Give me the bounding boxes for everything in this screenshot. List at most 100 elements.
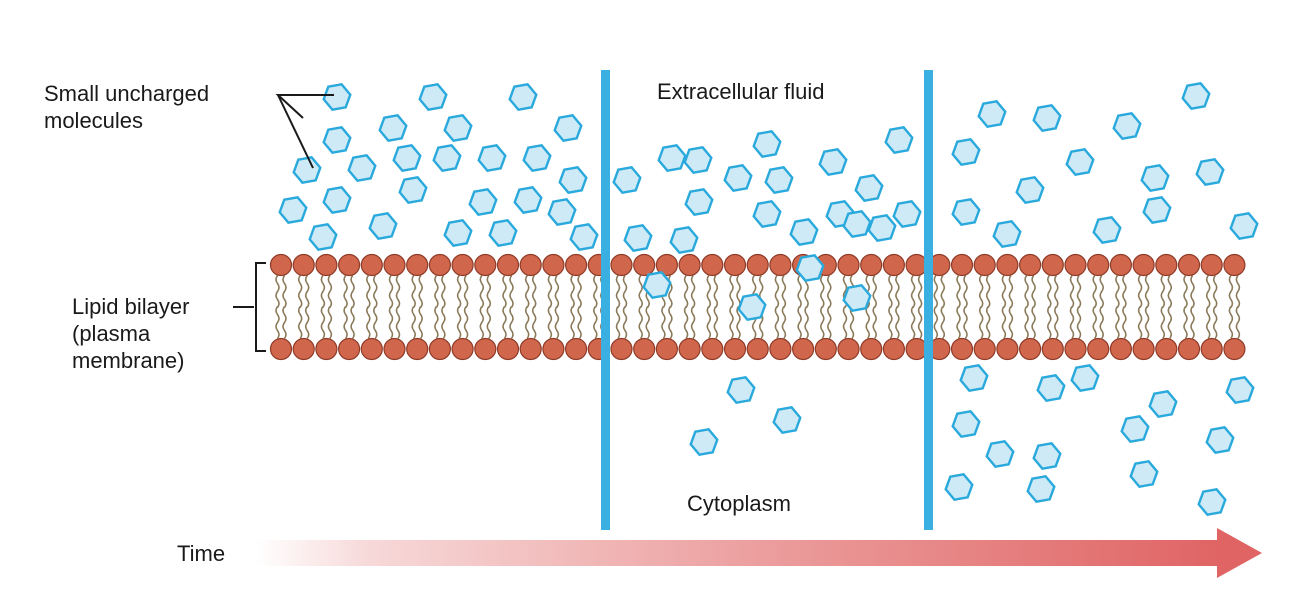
- molecule-hexagon: [378, 113, 408, 143]
- molecule-hexagon: [1181, 81, 1211, 111]
- molecule-hexagon: [951, 197, 981, 227]
- divider-line-1: [601, 70, 610, 530]
- lipid-tails: [706, 275, 719, 339]
- molecule-hexagon: [623, 223, 653, 253]
- lipid-head: [882, 337, 906, 361]
- lipid-tails: [1228, 275, 1241, 339]
- lipid-tails: [366, 275, 378, 339]
- lipid-head: [406, 253, 429, 277]
- lipid-tails: [1001, 275, 1014, 339]
- lipid-tails: [343, 275, 355, 339]
- lipid-head: [383, 337, 406, 361]
- lipid-head: [564, 337, 588, 361]
- lipid-tails: [479, 275, 492, 339]
- lipid-head: [1064, 337, 1087, 361]
- divider-line-2: [924, 70, 933, 530]
- molecule-hexagon: [684, 187, 714, 217]
- lipid-head: [1223, 253, 1246, 277]
- lipid-head: [1200, 253, 1223, 277]
- lipid-head: [860, 337, 883, 361]
- lipid-head: [1087, 253, 1110, 277]
- molecule-hexagon: [347, 153, 377, 183]
- lipid-head: [1177, 337, 1201, 361]
- lipid-head: [678, 337, 701, 361]
- molecule-hexagon: [1026, 474, 1056, 504]
- membrane-bracket: [255, 262, 266, 352]
- molecule-hexagon: [1120, 414, 1150, 444]
- molecule-hexagon: [1092, 215, 1122, 245]
- time-arrow-body: [255, 540, 1223, 566]
- molecule-hexagon: [1140, 163, 1170, 193]
- lipid-head: [655, 253, 679, 277]
- molecule-hexagon: [547, 197, 577, 227]
- lipid-head: [360, 337, 383, 361]
- molecule-hexagon: [737, 292, 767, 322]
- molecule-hexagon: [398, 175, 428, 205]
- lipid-head: [1177, 253, 1201, 277]
- lipid-tails: [1205, 275, 1218, 339]
- lipid-tails: [524, 275, 537, 339]
- lipid-head: [882, 253, 906, 277]
- lipid-head: [542, 253, 565, 277]
- lipid-tails: [570, 275, 582, 339]
- lipid-head: [905, 253, 928, 277]
- lipid-tails: [1183, 275, 1195, 339]
- lipid-head: [496, 253, 520, 277]
- lipid-head: [837, 253, 860, 277]
- lipid-head: [1087, 337, 1110, 361]
- molecule-hexagon: [432, 143, 462, 173]
- molecule-hexagon: [322, 185, 352, 215]
- molecule-hexagon: [322, 82, 352, 112]
- lipid-head: [1018, 253, 1042, 277]
- lipid-tails: [978, 275, 991, 339]
- molecule-hexagon: [723, 163, 753, 193]
- lipid-head: [315, 337, 338, 361]
- molecule-hexagon: [726, 375, 756, 405]
- molecules-layer: [278, 81, 1259, 517]
- lipid-head: [406, 337, 429, 361]
- molecule-hexagon: [558, 165, 588, 195]
- leader-lines: [233, 94, 334, 352]
- molecule-hexagon: [1197, 487, 1227, 517]
- lipid-head: [655, 337, 679, 361]
- lipid-head: [814, 337, 837, 361]
- lipid-tails: [388, 275, 401, 339]
- cytoplasm-label: Cytoplasm: [687, 491, 791, 516]
- lipid-head: [769, 337, 792, 361]
- lipid-head: [996, 337, 1019, 361]
- molecule-hexagon: [1015, 175, 1045, 205]
- molecule-hexagon: [1070, 363, 1100, 393]
- lipid-tails: [1069, 275, 1082, 339]
- molecule-hexagon: [985, 439, 1015, 469]
- lipid-head: [542, 337, 565, 361]
- lipid-head: [1155, 337, 1178, 361]
- lipid-head: [292, 337, 315, 361]
- lipid-tails: [275, 275, 287, 339]
- lipid-head: [633, 337, 656, 361]
- molecule-hexagon: [1229, 211, 1259, 241]
- molecule-hexagon: [992, 219, 1022, 249]
- lipid-tails: [411, 275, 423, 339]
- lipid-head: [633, 253, 656, 277]
- molecule-hexagon: [1032, 103, 1062, 133]
- molecule-hexagon: [522, 143, 552, 173]
- lipid-head: [269, 253, 293, 277]
- lipid-bilayer-label: Lipid bilayer (plasma membrane): [72, 294, 190, 373]
- molecule-hexagon: [292, 155, 322, 185]
- molecule-hexagon: [418, 82, 448, 112]
- lipid-head: [950, 337, 974, 361]
- lipid-head: [769, 253, 792, 277]
- lipid-head: [1155, 253, 1178, 277]
- leader-line-molecules-2: [277, 94, 314, 169]
- molecule-hexagon: [1195, 157, 1225, 187]
- molecule-hexagon: [278, 195, 308, 225]
- molecule-hexagon: [689, 427, 719, 457]
- molecule-hexagon: [308, 222, 338, 252]
- lipid-head: [428, 337, 451, 361]
- lipid-head: [860, 253, 883, 277]
- panel-dividers: [601, 70, 933, 530]
- lipid-head: [496, 337, 520, 361]
- molecule-hexagon: [951, 137, 981, 167]
- lipid-tails: [1160, 275, 1173, 339]
- molecule-hexagon: [477, 143, 507, 173]
